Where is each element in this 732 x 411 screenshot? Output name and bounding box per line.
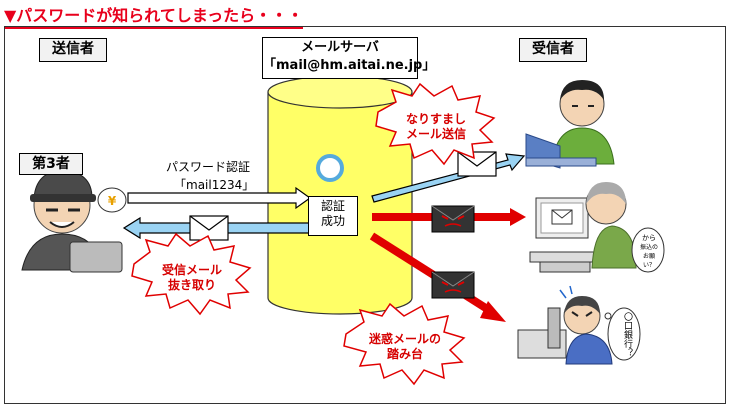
diagram-frame (4, 26, 726, 404)
server-address: 「mail@hm.aitai.ne.jp」 (263, 58, 436, 73)
receiver-laptop-person (525, 80, 615, 169)
auth-success-box: 認証 成功 (308, 196, 358, 236)
yen-thought-bubble: ¥ (97, 187, 127, 213)
spam-arrow-2-head (480, 301, 506, 322)
auth-arrow (127, 186, 312, 210)
envelope-icon (189, 215, 229, 241)
burst-stolen (131, 232, 252, 316)
burst-spam (343, 302, 466, 386)
spam-arrow-1-head (510, 208, 526, 226)
stolen-text: 受信メール 抜き取り (150, 263, 234, 293)
speech-bank-text: 〇口銀行？ (622, 312, 632, 357)
speech-request-text: から 振込のお願い？ (638, 234, 660, 270)
impersonation-text: なりすまし メール送信 (396, 112, 476, 142)
auth-label: パスワード認証 (166, 160, 251, 174)
stolen-line2: 抜き取り (167, 278, 216, 292)
stolen-line1: 受信メール (161, 263, 222, 277)
speech-request-line2: 振込のお願い？ (639, 244, 658, 269)
burst-impersonation (375, 82, 496, 166)
spam-text: 迷惑メールの 踏み台 (362, 332, 448, 362)
yen-icon: ¥ (108, 194, 117, 208)
page-title: ▼パスワードが知られてしまったら・・・ (4, 2, 304, 29)
spam-line2: 踏み台 (386, 347, 423, 361)
impersonation-line1: なりすまし (405, 112, 466, 126)
third-party-label: 第3者 (19, 153, 83, 175)
hacker-avatar (21, 169, 123, 273)
receiver-desktop-person (529, 182, 637, 273)
speech-request-line1: から (642, 234, 656, 242)
evil-envelope-icon (431, 271, 475, 299)
spam-line1: 迷惑メールの (368, 332, 441, 346)
auth-success-line2: 成功 (320, 214, 345, 228)
auth-password: 「mail1234」 (174, 178, 255, 192)
speech-bubble-bank (604, 307, 641, 361)
auth-success-line1: 認証 (320, 199, 345, 213)
receiver-label: 受信者 (519, 38, 587, 62)
impersonation-line2: メール送信 (405, 127, 466, 141)
status-circle-icon (316, 154, 344, 182)
speech-bubble-request (631, 227, 665, 273)
sender-label: 送信者 (39, 38, 107, 62)
envelope-icon (457, 151, 497, 177)
evil-envelope-icon (431, 205, 475, 233)
server-label: メールサーバ 「mail@hm.aitai.ne.jp」 (262, 37, 436, 79)
server-label-line1: メールサーバ (301, 40, 379, 55)
receiver-confused-person (517, 285, 613, 365)
